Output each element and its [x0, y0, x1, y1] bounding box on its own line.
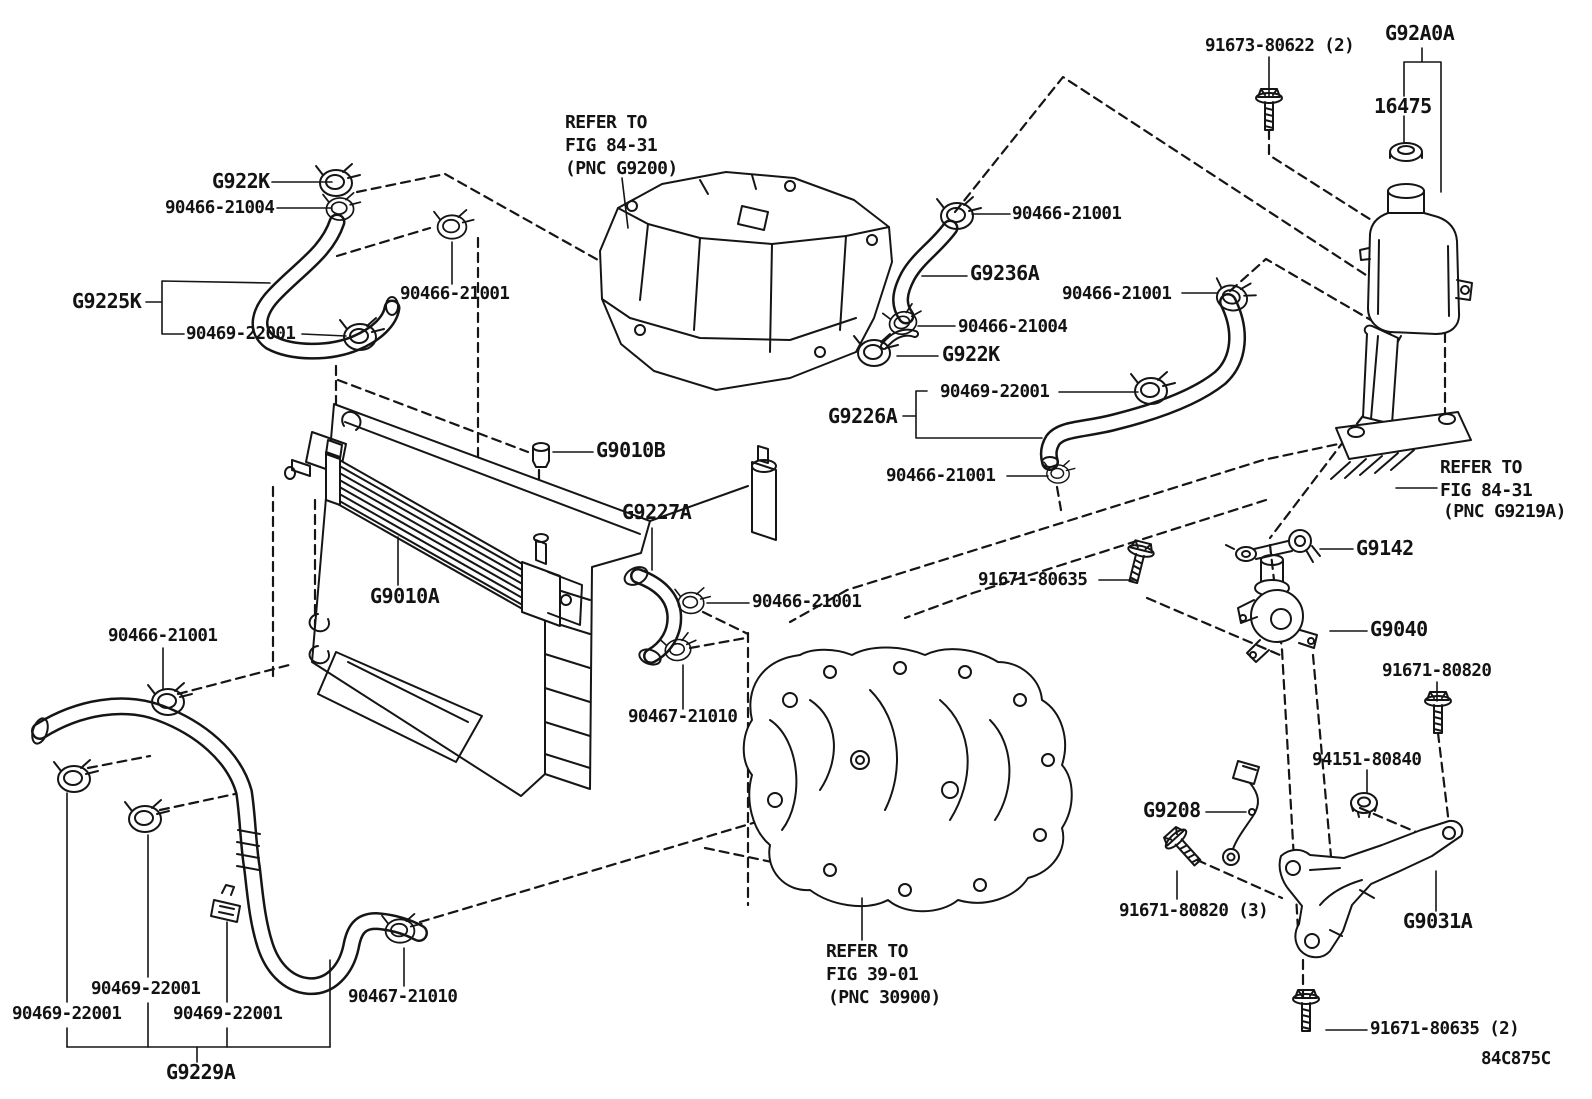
bolt-91671-80820-1 — [1424, 691, 1452, 734]
note-transaxle-ref-2: FIG 39-01 — [826, 964, 919, 985]
part-label-g9031a: G9031A — [1403, 909, 1473, 933]
part-label-90466-21001-1: 90466-21001 — [400, 284, 510, 304]
part-label-90466-21001-3: 90466-21001 — [1062, 284, 1172, 304]
g9229a-hose-drawing — [31, 697, 428, 996]
part-label-90466-21004-1: 90466-21004 — [165, 198, 275, 218]
part-label-g9236a: G9236A — [970, 261, 1040, 285]
part-label-90469-22001-2: 90469-22001 — [940, 382, 1050, 402]
bolt-91671-80820-3 — [1159, 822, 1209, 873]
note-transaxle-ref-3: (PNC 30900) — [828, 987, 941, 1008]
g9031a-bracket-drawing — [1278, 819, 1464, 959]
part-label-90469-22001-1: 90469-22001 — [186, 324, 296, 344]
part-label-90466-21001-2: 90466-21001 — [1012, 204, 1122, 224]
clamps — [53, 163, 1260, 944]
tank-stand-drawing — [1330, 324, 1472, 480]
part-label-g9208: G9208 — [1143, 798, 1201, 822]
part-label-94151-80840: 94151-80840 — [1312, 750, 1422, 770]
part-label-g9229a: G9229A — [166, 1060, 236, 1084]
part-label-g9226a: G9226A — [828, 404, 898, 428]
part-label-90469-22001-4: 90469-22001 — [12, 1004, 122, 1024]
water-pump-drawing — [1237, 554, 1318, 663]
part-label-g9010a: G9010A — [370, 584, 440, 608]
part-label-g9225k: G9225K — [72, 289, 142, 313]
g9142-bracket-drawing — [1225, 529, 1321, 563]
g9236a-hose-drawing — [880, 219, 959, 350]
stud-clamp-90469 — [210, 884, 241, 923]
part-label-g9227a: G9227A — [622, 500, 692, 524]
oil-cooler-drawing — [325, 439, 583, 627]
note-inverter-ref-2: FIG 84-31 — [565, 135, 658, 156]
part-label-91671-80635-1: 91671-80635 — [978, 570, 1088, 590]
part-label-90469-22001-5: 90469-22001 — [173, 1004, 283, 1024]
g9208-sensor-wire-drawing — [1222, 760, 1260, 866]
grommet-16475-drawing — [1389, 142, 1423, 162]
part-label-g922k-2: G922K — [942, 342, 1000, 366]
part-label-90466-21001-6: 90466-21001 — [108, 626, 218, 646]
g9227a-hose-drawing — [623, 566, 683, 666]
part-label-91671-80820-1: 91671-80820 — [1382, 661, 1492, 681]
note-bracket-ref-3: (PNC G9219A) — [1443, 501, 1566, 522]
transaxle-drawing — [742, 646, 1073, 913]
part-label-90467-21010-2: 90467-21010 — [348, 987, 458, 1007]
reservoir-tank-drawing — [1359, 183, 1473, 348]
part-label-g92a0a: G92A0A — [1385, 21, 1455, 45]
part-label-91671-80820-3: 91671-80820 (3) — [1119, 901, 1269, 921]
note-bracket-ref-1: REFER TO — [1440, 457, 1523, 478]
leader-lines — [66, 47, 1442, 1063]
bolt-91671-80635-2 — [1292, 989, 1320, 1032]
part-label-g9142: G9142 — [1356, 536, 1414, 560]
note-inverter-ref-1: REFER TO — [565, 112, 648, 133]
part-label-90469-22001-3: 90469-22001 — [91, 979, 201, 999]
part-label-g9040: G9040 — [1370, 617, 1428, 641]
drain-plug-drawing — [532, 442, 550, 468]
part-label-91673-80622: 91673-80622 (2) — [1205, 36, 1355, 56]
g9226a-hose-drawing — [1039, 293, 1246, 471]
part-label-90466-21001-4: 90466-21001 — [886, 466, 996, 486]
note-inverter-ref-3: (PNC G9200) — [565, 158, 678, 179]
inverter-drawing — [599, 171, 893, 391]
part-label-90467-21010-1: 90467-21010 — [628, 707, 738, 727]
part-label-16475: 16475 — [1374, 94, 1432, 118]
part-label-g9010b: G9010B — [596, 438, 666, 462]
part-label-g922k-1: G922K — [212, 169, 270, 193]
bolt-91671-80635-1 — [1119, 538, 1157, 587]
part-label-90466-21001-5: 90466-21001 — [752, 592, 862, 612]
diagram-code: 84C875C — [1481, 1049, 1551, 1069]
part-label-90466-21004-2: 90466-21004 — [958, 317, 1068, 337]
part-label-91671-80635-2: 91671-80635 (2) — [1370, 1019, 1520, 1039]
note-transaxle-ref-1: REFER TO — [826, 941, 909, 962]
note-bracket-ref-2: FIG 84-31 — [1440, 480, 1533, 501]
